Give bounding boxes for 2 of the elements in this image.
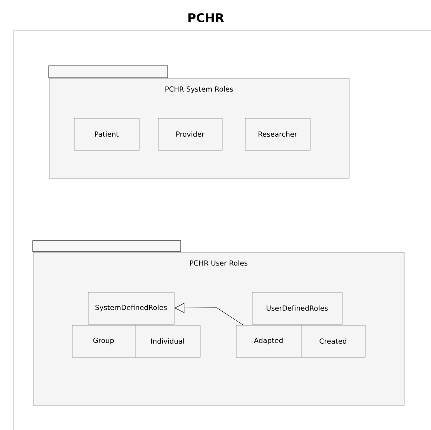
generalization-arrow <box>174 303 244 326</box>
title: PCHR <box>188 13 224 23</box>
